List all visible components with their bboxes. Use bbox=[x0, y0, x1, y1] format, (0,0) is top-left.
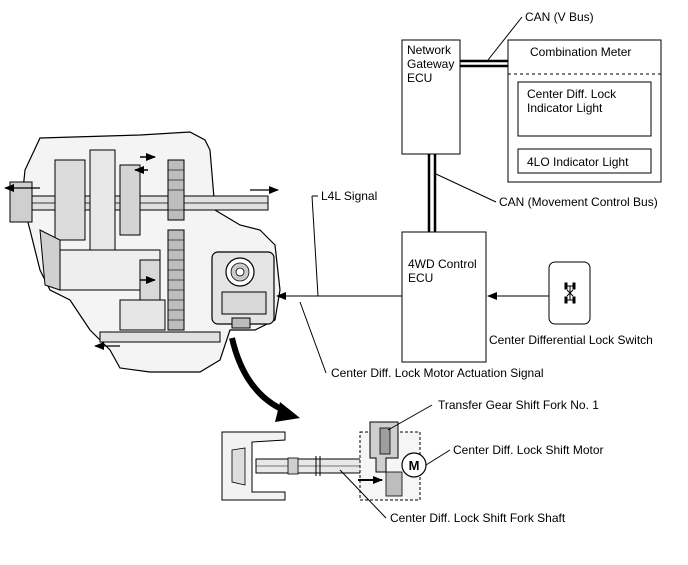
motor-actuation-leader bbox=[299, 301, 327, 374]
network-gateway-ecu-label: Network Gateway ECU bbox=[407, 43, 455, 85]
shift-detail-illustration bbox=[221, 421, 427, 501]
shift-fork-shaft-leader bbox=[339, 469, 387, 519]
transfer-case-illustration bbox=[4, 131, 281, 373]
indicator-4lo-label: 4LO Indicator Light bbox=[527, 155, 629, 169]
can-movement-bus-label: CAN (Movement Control Bus) bbox=[499, 195, 658, 209]
motor-symbol: M bbox=[409, 458, 420, 473]
network-gateway-ecu-box bbox=[401, 39, 461, 155]
motor-actuation-signal-label: Center Diff. Lock Motor Actuation Signal bbox=[331, 366, 544, 380]
can-v-bus-lines bbox=[460, 59, 508, 68]
switch-4wd-icon bbox=[564, 282, 576, 304]
center-diff-lock-indicator-box bbox=[517, 81, 652, 137]
center-diff-lock-switch-label: Center Differential Lock Switch bbox=[489, 333, 653, 347]
can-v-bus-leader bbox=[487, 16, 523, 61]
can-movement-bus-leader bbox=[435, 173, 497, 203]
zoom-curve-head bbox=[275, 402, 300, 422]
shift-fork-no1-label: Transfer Gear Shift Fork No. 1 bbox=[438, 398, 599, 412]
ecu-4wd-label: 4WD Control ECU bbox=[408, 257, 477, 285]
shift-motor-leader bbox=[425, 449, 451, 466]
can-movement-bus-lines bbox=[427, 154, 437, 232]
l4l-signal-label: L4L Signal bbox=[321, 189, 378, 203]
ecu-4wd-box bbox=[401, 231, 487, 363]
combination-meter-label: Combination Meter bbox=[530, 45, 632, 59]
shift-motor-label: Center Diff. Lock Shift Motor bbox=[453, 443, 604, 457]
center-diff-lock-indicator-label: Center Diff. Lock Indicator Light bbox=[527, 87, 617, 115]
zoom-curve bbox=[229, 337, 290, 415]
can-v-bus-label: CAN (V Bus) bbox=[525, 10, 594, 24]
shift-fork-leader bbox=[387, 404, 433, 431]
indicator-4lo-box bbox=[517, 148, 652, 174]
shift-fork-shaft-label: Center Diff. Lock Shift Fork Shaft bbox=[390, 511, 566, 525]
l4l-signal-leader bbox=[311, 195, 319, 297]
